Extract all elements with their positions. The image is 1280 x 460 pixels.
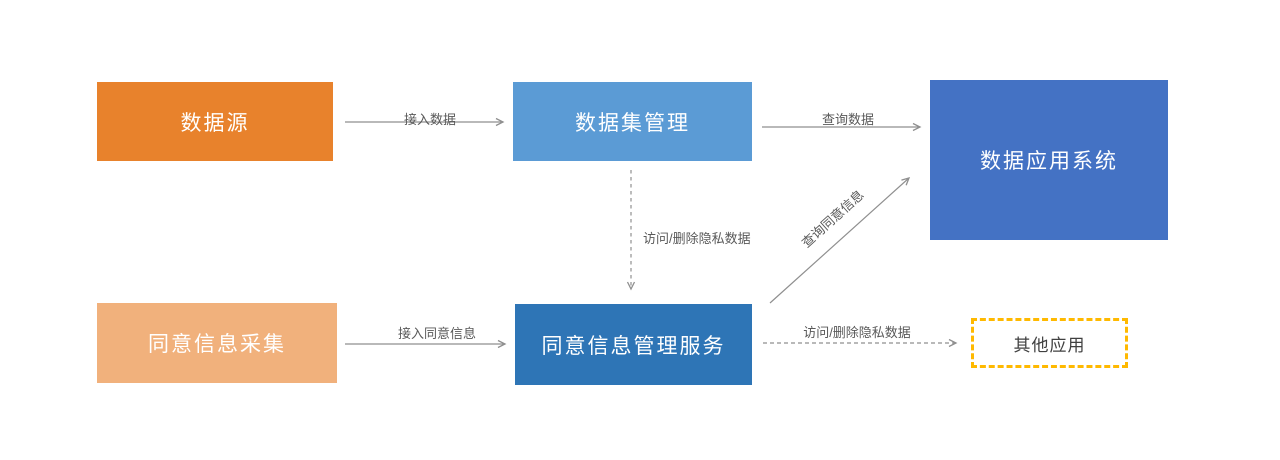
node-data-app-system: 数据应用系统 — [930, 80, 1168, 240]
node-other-apps: 其他应用 — [971, 318, 1128, 368]
edge-label-query-data: 查询数据 — [821, 112, 875, 127]
node-consent-collection-label: 同意信息采集 — [148, 333, 286, 356]
node-consent-collection: 同意信息采集 — [97, 303, 337, 383]
node-consent-management: 同意信息管理服务 — [515, 304, 752, 385]
edge-label-access-delete-private-data-bottom: 访问/删除隐私数据 — [803, 325, 911, 340]
node-data-app-system-label: 数据应用系统 — [980, 150, 1118, 173]
edge-label-access-delete-private-data-mid: 访问/删除隐私数据 — [643, 231, 751, 246]
node-consent-management-label: 同意信息管理服务 — [541, 334, 726, 358]
edge-label-access-data: 接入数据 — [403, 112, 457, 127]
edge-label-query-consent-info: 查询同意信息 — [798, 187, 867, 251]
node-data-source-label: 数据源 — [180, 111, 250, 135]
node-other-apps-label: 其他应用 — [1013, 335, 1086, 355]
node-data-source: 数据源 — [97, 82, 333, 161]
node-dataset-management-label: 数据集管理 — [575, 111, 690, 135]
node-dataset-management: 数据集管理 — [513, 82, 752, 161]
edge-label-access-consent-info: 接入同意信息 — [397, 326, 477, 341]
